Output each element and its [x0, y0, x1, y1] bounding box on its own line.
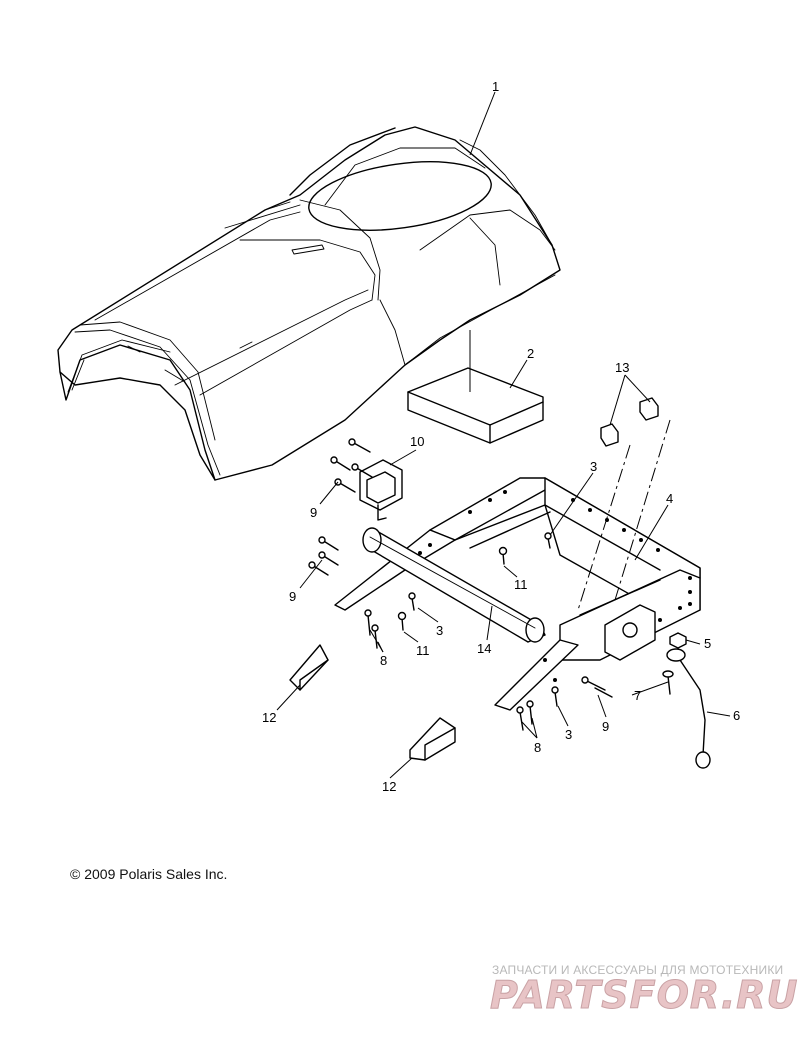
callout-9-right: 9 [602, 719, 609, 734]
callout-3-bottom: 3 [565, 727, 572, 742]
watermark-logo: PARTSFOR.RU [489, 973, 799, 1018]
callout-4: 4 [666, 491, 673, 506]
bracket-12-left [289, 644, 329, 691]
callout-3-top: 3 [590, 459, 597, 474]
bolt-7 [662, 670, 674, 695]
callout-2: 2 [527, 346, 534, 361]
seat-frame [334, 477, 701, 711]
copyright-notice: © 2009 Polaris Sales Inc. [70, 866, 228, 882]
callout-3-left: 3 [436, 623, 443, 638]
callout-8-left: 8 [380, 653, 387, 668]
callout-9-top: 9 [310, 505, 317, 520]
fasteners [308, 438, 613, 731]
callout-7: 7 [634, 688, 641, 703]
callout-9-left: 9 [289, 589, 296, 604]
callout-10: 10 [410, 434, 424, 449]
callout-13: 13 [615, 360, 629, 375]
callout-1: 1 [492, 79, 499, 94]
bracket-12-bottom [409, 717, 456, 761]
seat [57, 126, 561, 481]
cross-tube [362, 527, 546, 643]
nut-5 [669, 632, 687, 649]
callout-12-bottom: 12 [382, 779, 396, 794]
cable-6 [666, 648, 711, 769]
foam-pad [407, 367, 544, 444]
watermark-tagline: ЗАПЧАСТИ И АКСЕССУАРЫ ДЛЯ МОТОТЕХНИКИ [492, 963, 784, 977]
callout-14: 14 [477, 641, 491, 656]
callout-labels: 1 2 3 3 3 4 5 6 7 8 8 9 9 9 10 11 11 12 … [262, 79, 740, 794]
callout-5: 5 [704, 636, 711, 651]
callout-12-left: 12 [262, 710, 276, 725]
callout-11-right: 11 [514, 577, 528, 592]
clips-13 [600, 397, 659, 447]
callout-11-left: 11 [416, 643, 430, 658]
callout-8-bottom: 8 [534, 740, 541, 755]
latch [359, 459, 403, 521]
callout-6: 6 [733, 708, 740, 723]
leader-lines [276, 91, 731, 779]
frame-holes [418, 490, 692, 692]
